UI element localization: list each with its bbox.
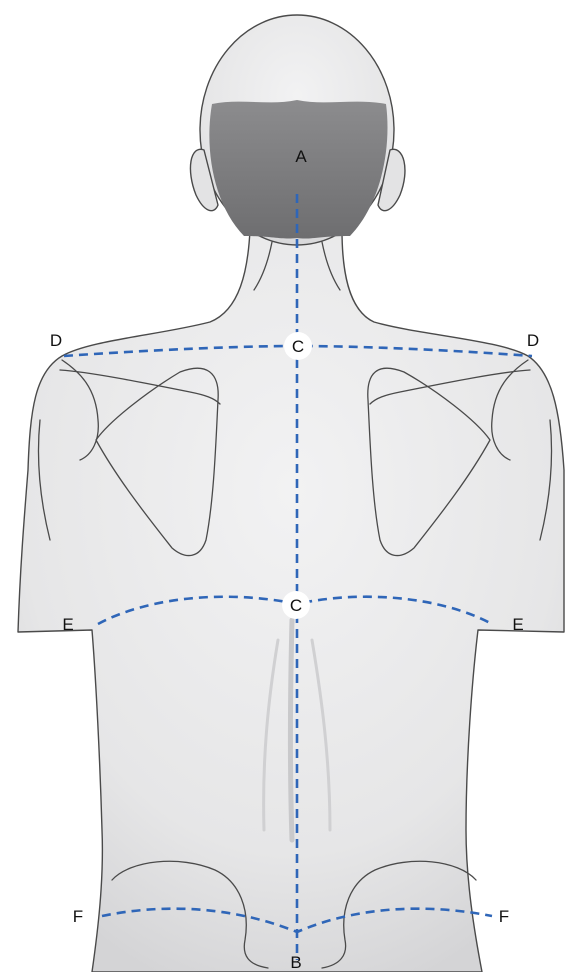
label-c-lower: C	[290, 596, 302, 615]
label-d-right: D	[527, 331, 539, 350]
label-d-left: D	[50, 331, 62, 350]
label-a: A	[295, 147, 307, 166]
hair	[209, 100, 387, 239]
label-e-left: E	[62, 615, 73, 634]
label-b: B	[290, 953, 301, 972]
label-f-right: F	[499, 907, 509, 926]
label-c-upper: C	[292, 337, 304, 356]
spine-groove	[291, 620, 293, 840]
label-f-left: F	[73, 907, 83, 926]
label-e-right: E	[512, 615, 523, 634]
